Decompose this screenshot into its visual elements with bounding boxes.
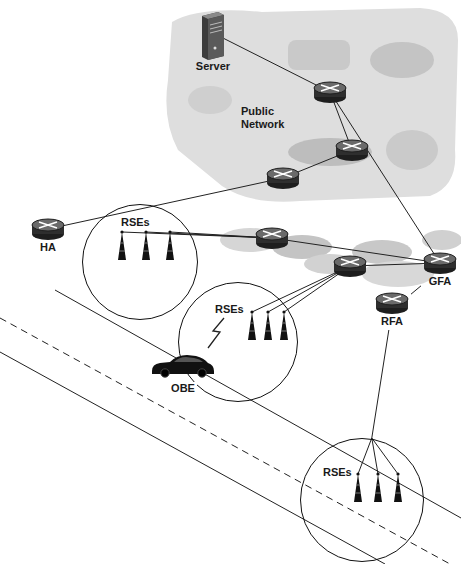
lane-divider bbox=[0, 318, 450, 564]
access-cloud bbox=[422, 230, 461, 250]
router-symbol bbox=[267, 168, 299, 189]
network-wire bbox=[48, 178, 283, 229]
node-label: RFA bbox=[375, 315, 409, 328]
router-symbol bbox=[336, 140, 368, 161]
cell-outline bbox=[300, 438, 424, 562]
node-label: HA bbox=[31, 241, 65, 254]
network-link bbox=[372, 330, 389, 438]
router-icon bbox=[31, 218, 65, 241]
router-symbol bbox=[424, 253, 456, 274]
server-symbol bbox=[202, 12, 224, 60]
antenna-symbol bbox=[142, 230, 150, 260]
server-icon bbox=[198, 10, 228, 60]
node-label: RSEs bbox=[214, 303, 245, 316]
antenna-symbol bbox=[264, 310, 272, 340]
network-wire bbox=[213, 33, 330, 92]
router-symbol bbox=[32, 219, 64, 240]
network-wire bbox=[330, 92, 440, 263]
node-label: Public Network bbox=[241, 105, 303, 131]
antenna-symbol bbox=[374, 472, 382, 502]
node-label: Server bbox=[196, 60, 230, 73]
cloud-shade bbox=[288, 40, 350, 70]
coverage-circle bbox=[301, 439, 424, 562]
network-cloud bbox=[166, 8, 458, 202]
router-box: RFA bbox=[373, 290, 411, 330]
antenna-symbol bbox=[118, 230, 126, 260]
cell-zone: RSEs bbox=[300, 438, 424, 562]
feeder-line bbox=[372, 438, 378, 474]
router-box: GFA bbox=[421, 250, 459, 290]
network-link bbox=[411, 286, 421, 294]
antenna-symbol bbox=[394, 472, 402, 502]
router-symbol bbox=[256, 228, 288, 249]
road-edge bbox=[0, 352, 385, 564]
node-label: RSEs bbox=[120, 216, 151, 229]
node-label: OBE bbox=[169, 382, 197, 395]
node-label: GFA bbox=[423, 275, 457, 288]
cloud-shade bbox=[188, 86, 232, 114]
feeder-line bbox=[122, 232, 272, 238]
cloud-shade bbox=[386, 130, 438, 170]
car-icon bbox=[150, 352, 216, 378]
road-edge bbox=[55, 290, 461, 518]
router-symbol bbox=[314, 82, 346, 103]
router-icon bbox=[423, 252, 457, 275]
router-symbol bbox=[334, 256, 366, 277]
car-symbol bbox=[152, 355, 214, 377]
cloud-shade bbox=[288, 138, 372, 166]
antenna-symbol bbox=[166, 230, 174, 260]
cell-zone: RSEs bbox=[82, 204, 198, 320]
cloud-region: Public Network bbox=[239, 103, 305, 133]
antenna-symbol bbox=[280, 310, 288, 340]
server-box: Server bbox=[194, 8, 232, 75]
vehicle-box: OBE bbox=[148, 350, 218, 398]
router-icon bbox=[375, 292, 409, 315]
antenna-symbol bbox=[248, 310, 256, 340]
wireless-link bbox=[208, 318, 224, 348]
node-label: RSEs bbox=[322, 466, 353, 479]
feeder-line bbox=[358, 438, 372, 474]
router-symbol bbox=[376, 293, 408, 314]
coverage-circle bbox=[83, 205, 198, 320]
antenna-symbol bbox=[354, 472, 362, 502]
router-box: HA bbox=[29, 216, 67, 256]
feeder-line bbox=[146, 232, 272, 238]
cloud-shade bbox=[370, 42, 434, 78]
